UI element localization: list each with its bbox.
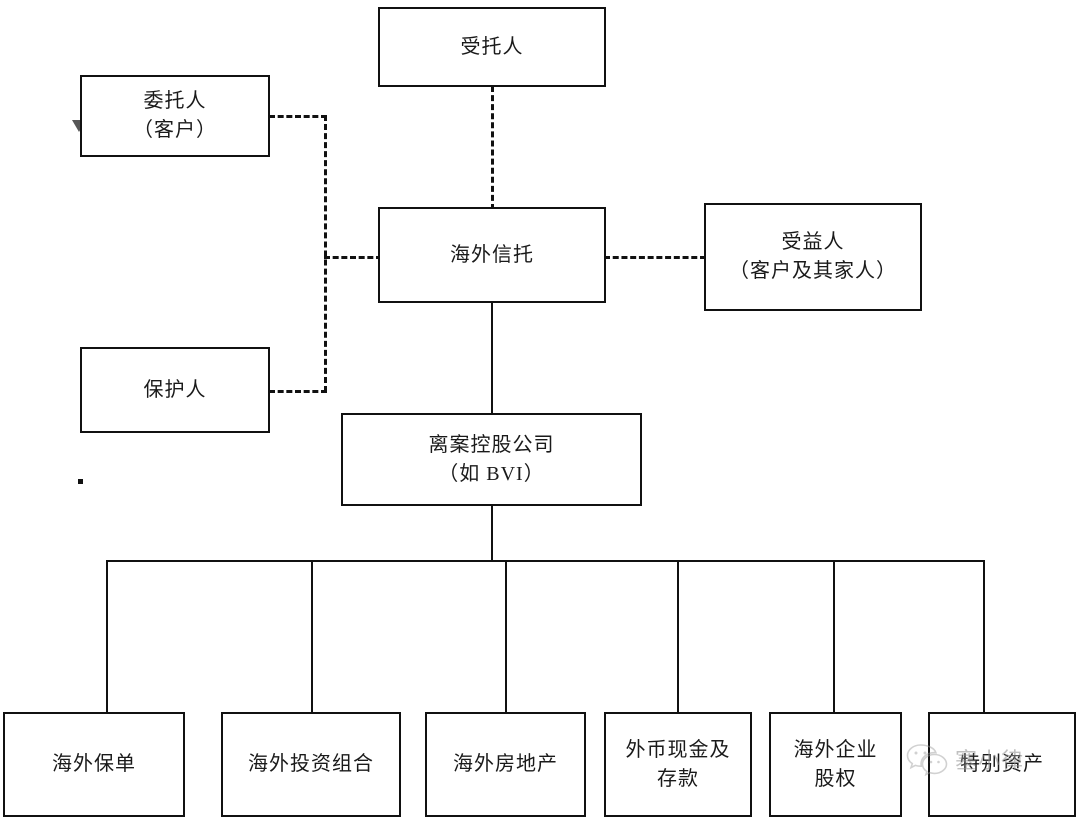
edge-trust-beneficiary [604, 256, 706, 259]
node-beneficiary-line2: （客户及其家人） [729, 260, 897, 282]
asset-drop-6 [983, 560, 985, 712]
edge-trust-holdco [491, 302, 493, 414]
node-asset-equity[interactable]: 海外企业 股权 [769, 712, 902, 817]
node-asset-special[interactable]: 特别资产 [928, 712, 1076, 817]
asset-drop-5 [833, 560, 835, 712]
node-settlor[interactable]: 委托人 （客户） [80, 75, 270, 157]
asset-drop-4 [677, 560, 679, 712]
edge-holdco-drop [491, 506, 493, 562]
node-trustee[interactable]: 受托人 [378, 7, 606, 87]
node-asset-equity-line1: 海外企业 [793, 738, 878, 761]
edge-left-spine [324, 115, 327, 392]
node-offshore-trust[interactable]: 海外信托 [378, 207, 606, 303]
node-offshore-trust-label: 海外信托 [450, 243, 534, 266]
node-protector-label: 保护人 [143, 378, 207, 401]
asset-drop-2 [311, 560, 313, 712]
node-trustee-label: 受托人 [460, 35, 524, 58]
edge-protector-spine [269, 390, 327, 393]
node-beneficiary[interactable]: 受益人 （客户及其家人） [704, 203, 922, 311]
node-asset-cash-line2: 存款 [657, 767, 699, 790]
node-settlor-line1: 委托人 [143, 90, 207, 112]
node-asset-portfolio-line1: 海外投资组合 [248, 753, 374, 775]
dot-artifact [78, 479, 83, 484]
asset-drop-1 [106, 560, 108, 712]
node-holding-company-line2: （如 BVI） [438, 462, 545, 485]
asset-bus [106, 560, 984, 562]
node-asset-cash-line1: 外币现金及 [625, 738, 731, 761]
node-asset-cash[interactable]: 外币现金及 存款 [604, 712, 752, 817]
node-asset-special-line1: 特别资产 [960, 753, 1044, 775]
node-asset-portfolio[interactable]: 海外投资组合 [221, 712, 401, 817]
edge-settlor-spine [269, 115, 327, 118]
node-asset-insurance-line1: 海外保单 [52, 753, 136, 775]
node-settlor-line2: （客户） [133, 119, 217, 141]
node-holding-company-line1: 离案控股公司 [428, 433, 555, 456]
node-asset-realestate-line1: 海外房地产 [453, 753, 558, 775]
node-protector[interactable]: 保护人 [80, 347, 270, 433]
edge-trustee-trust [491, 86, 494, 210]
asset-drop-3 [505, 560, 507, 712]
edge-spine-trust [324, 256, 382, 259]
node-asset-equity-line2: 股权 [814, 767, 857, 790]
node-beneficiary-line1: 受益人 [781, 231, 845, 253]
node-holding-company[interactable]: 离案控股公司 （如 BVI） [341, 413, 642, 506]
node-asset-realestate[interactable]: 海外房地产 [425, 712, 586, 817]
node-asset-insurance[interactable]: 海外保单 [3, 712, 185, 817]
